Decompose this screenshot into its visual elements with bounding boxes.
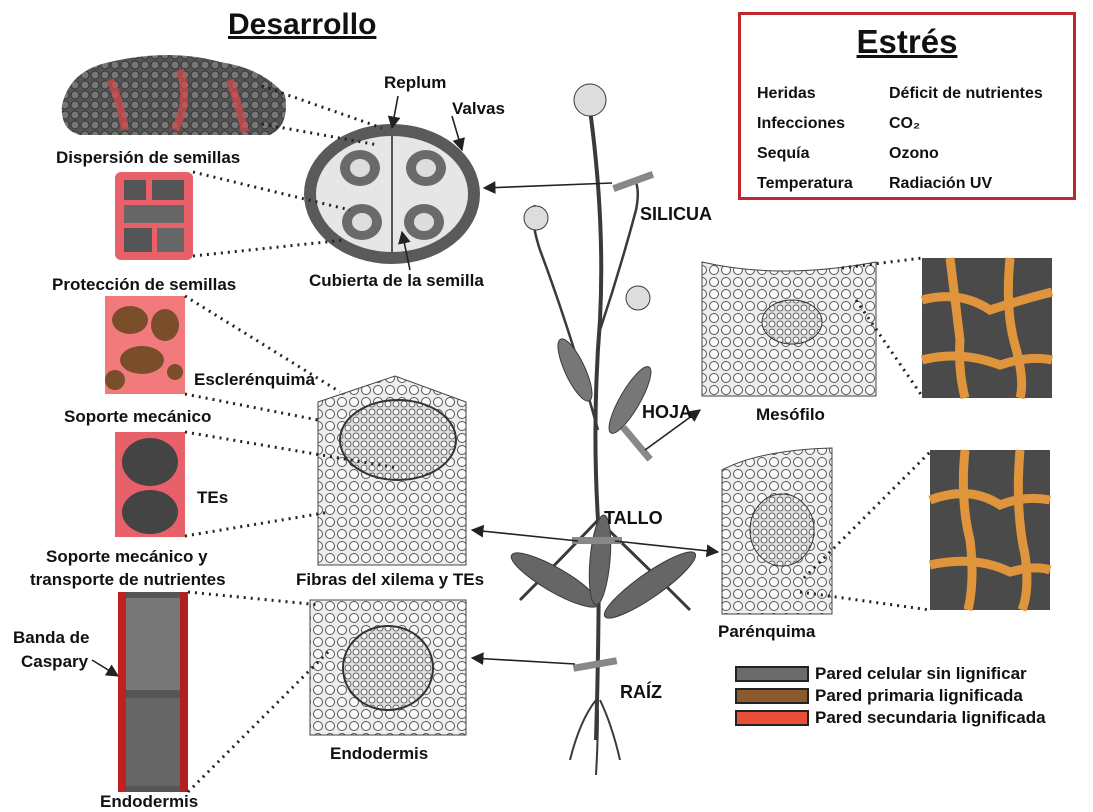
label-support-transport-2: transporte de nutrientes — [30, 570, 226, 590]
label-sclerenchyma: Esclerénquima — [194, 370, 315, 390]
sclerenchyma-illustration — [105, 296, 185, 394]
label-leaf: HOJA — [642, 402, 692, 423]
legend-swatch — [735, 688, 809, 704]
legend-swatch — [735, 710, 809, 726]
legend-label: Pared celular sin lignificar — [815, 664, 1027, 684]
legend: Pared celular sin lignificar Pared prima… — [735, 663, 1046, 729]
silicle-section-illustration — [304, 124, 480, 264]
seed-protection-illustration — [115, 172, 193, 260]
label-mesophyll: Mesófilo — [756, 405, 825, 425]
label-endodermis-left: Endodermis — [100, 792, 198, 812]
label-support-transport-1: Soporte mecánico y — [46, 547, 208, 567]
label-parenchyma: Parénquima — [718, 622, 815, 642]
lignin-mesh-stem — [930, 450, 1050, 610]
label-stem: TALLO — [604, 508, 663, 529]
label-casparian-2: Caspary — [21, 652, 88, 672]
label-silicle: SILICUA — [640, 204, 712, 225]
label-tes: TEs — [197, 488, 228, 508]
endodermis-left-illustration — [118, 592, 188, 792]
label-endodermis-center: Endodermis — [330, 744, 428, 764]
label-casparian-1: Banda de — [13, 628, 90, 648]
parenchyma-section-illustration — [722, 448, 832, 614]
label-replum: Replum — [384, 73, 446, 93]
label-seed-protection: Protección de semillas — [52, 275, 236, 295]
legend-item: Pared primaria lignificada — [735, 685, 1046, 707]
mesophyll-section-illustration — [702, 262, 876, 396]
legend-swatch — [735, 666, 809, 682]
label-mechanical-support: Soporte mecánico — [64, 407, 211, 427]
seed-dispersal-illustration — [62, 55, 286, 135]
lignin-mesh-leaf — [922, 258, 1052, 398]
label-seed-coat: Cubierta de la semilla — [309, 271, 484, 291]
label-xylem: Fibras del xilema y TEs — [296, 570, 484, 590]
label-root: RAÍZ — [620, 682, 662, 703]
legend-item: Pared secundaria lignificada — [735, 707, 1046, 729]
endodermis-section-illustration — [310, 600, 466, 735]
legend-item: Pared celular sin lignificar — [735, 663, 1046, 685]
label-valves: Valvas — [452, 99, 505, 119]
xylem-section-illustration — [318, 376, 466, 565]
legend-label: Pared primaria lignificada — [815, 686, 1023, 706]
tes-illustration — [115, 432, 185, 537]
legend-label: Pared secundaria lignificada — [815, 708, 1046, 728]
label-seed-dispersal: Dispersión de semillas — [56, 148, 240, 168]
